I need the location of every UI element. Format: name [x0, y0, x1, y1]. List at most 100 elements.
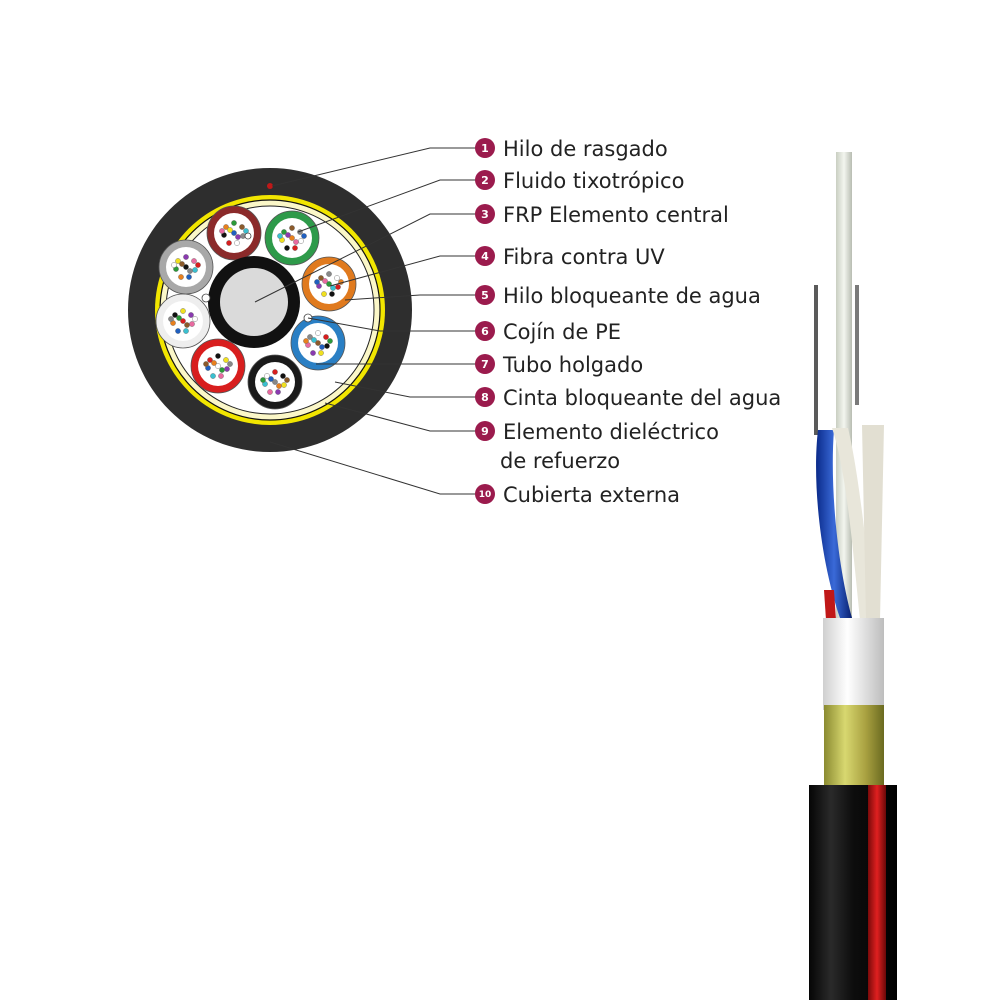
- callout-4: 4 Fibra contra UV: [475, 245, 665, 269]
- leader-lines: [254, 147, 478, 495]
- loose-tube: [301, 256, 357, 312]
- badge-5: [475, 285, 495, 305]
- filler-dot: [201, 293, 211, 303]
- optical-fiber: [324, 343, 330, 349]
- optical-fiber: [215, 353, 221, 359]
- uv-fiber-left: [814, 285, 818, 435]
- red-ripcord-stripe: [868, 785, 886, 1000]
- label-water-blocking-yarn: Hilo bloqueante de agua: [503, 284, 761, 308]
- label-outer-jacket: Cubierta externa: [503, 483, 680, 507]
- blue-loose-tube: [816, 430, 852, 618]
- callout-9: 9 Elemento dieléctrico de refuerzo: [475, 420, 719, 473]
- optical-fiber: [281, 229, 287, 235]
- optical-fiber: [180, 318, 186, 324]
- optical-fiber: [301, 233, 307, 239]
- optical-fiber: [319, 344, 325, 350]
- badge-9: [475, 421, 495, 441]
- filler-dot: [244, 232, 252, 240]
- optical-fiber: [281, 382, 287, 388]
- optical-fiber: [303, 338, 309, 344]
- loose-tube: [247, 354, 303, 410]
- leader-line-8: [334, 381, 478, 398]
- red-loose-tube: [824, 590, 836, 620]
- badge-8: [475, 387, 495, 407]
- white-filler-rod: [862, 425, 884, 620]
- optical-fiber: [234, 240, 240, 246]
- leader-line-2: [297, 179, 478, 233]
- optical-fiber: [175, 328, 181, 334]
- optical-fiber: [334, 275, 340, 281]
- label-thixotropic-gel: Fluido tixotrópico: [503, 169, 684, 193]
- callout-6: 6 Cojín de PE: [475, 320, 621, 344]
- optical-fiber: [211, 360, 217, 366]
- optical-fiber: [323, 334, 329, 340]
- optical-fiber: [272, 379, 278, 385]
- optical-fiber: [203, 361, 209, 367]
- badge-6: [475, 321, 495, 341]
- optical-fiber: [195, 262, 201, 268]
- optical-fiber: [224, 366, 230, 372]
- optical-fiber: [187, 268, 193, 274]
- badge-3: [475, 204, 495, 224]
- leader-line-3: [254, 213, 478, 303]
- optical-fiber: [284, 245, 290, 251]
- optical-fiber: [239, 224, 245, 230]
- loose-tube: [206, 205, 262, 261]
- callout-10: 10 Cubierta externa: [475, 483, 680, 507]
- optical-fiber: [231, 230, 237, 236]
- label-dielectric-strength-member-line2: de refuerzo: [500, 449, 620, 473]
- optical-fiber: [284, 377, 290, 383]
- optical-fiber: [171, 262, 177, 268]
- optical-fiber: [175, 258, 181, 264]
- leader-line-1: [271, 147, 478, 187]
- optical-fiber: [310, 350, 316, 356]
- optical-fiber: [260, 377, 266, 383]
- optical-fiber: [315, 330, 321, 336]
- optical-fiber: [322, 278, 328, 284]
- callout-3: 3 FRP Elemento central: [475, 203, 729, 227]
- optical-fiber: [327, 338, 333, 344]
- aramid-yarn-layer: [824, 705, 884, 790]
- optical-fiber: [276, 383, 282, 389]
- optical-fiber: [184, 322, 190, 328]
- callout-8: 8 Cinta bloqueante del agua: [475, 386, 781, 410]
- optical-fiber: [315, 340, 321, 346]
- optical-fiber: [318, 350, 324, 356]
- label-frp-central-member: FRP Elemento central: [503, 203, 729, 227]
- optical-fiber: [272, 369, 278, 375]
- callout-5: 5 Hilo bloqueante de agua: [475, 284, 761, 308]
- optical-fiber: [183, 264, 189, 270]
- optical-fiber: [275, 389, 281, 395]
- optical-fiber: [210, 373, 216, 379]
- badge-number: 4: [481, 250, 489, 263]
- optical-fiber: [292, 245, 298, 251]
- badge-number: 6: [481, 325, 489, 338]
- badge-number: 8: [481, 391, 489, 404]
- label-pe-cushion: Cojín de PE: [503, 320, 621, 344]
- callout-2: 2 Fluido tixotrópico: [475, 169, 684, 193]
- optical-fiber: [215, 363, 221, 369]
- optical-fiber: [191, 258, 197, 264]
- optical-fiber: [178, 274, 184, 280]
- optical-fiber: [329, 291, 335, 297]
- loose-tube: [158, 239, 214, 295]
- badge-2: [475, 170, 495, 190]
- leader-line-6: [307, 317, 478, 332]
- optical-fiber: [180, 308, 186, 314]
- optical-fiber: [179, 261, 185, 267]
- optical-fiber: [168, 316, 174, 322]
- optical-fiber: [192, 316, 198, 322]
- cable-photo: [809, 152, 897, 1000]
- leader-line-5: [344, 294, 478, 301]
- optical-fiber: [176, 315, 182, 321]
- optical-fiber: [318, 275, 324, 281]
- uv-fiber-right: [855, 285, 859, 405]
- optical-fiber: [186, 274, 192, 280]
- optical-fiber: [285, 232, 291, 238]
- callout-7: 7 Tubo holgado: [475, 353, 643, 377]
- optical-fiber: [289, 225, 295, 231]
- optical-fiber: [223, 357, 229, 363]
- optical-fiber: [172, 312, 178, 318]
- badge-number: 3: [481, 208, 489, 221]
